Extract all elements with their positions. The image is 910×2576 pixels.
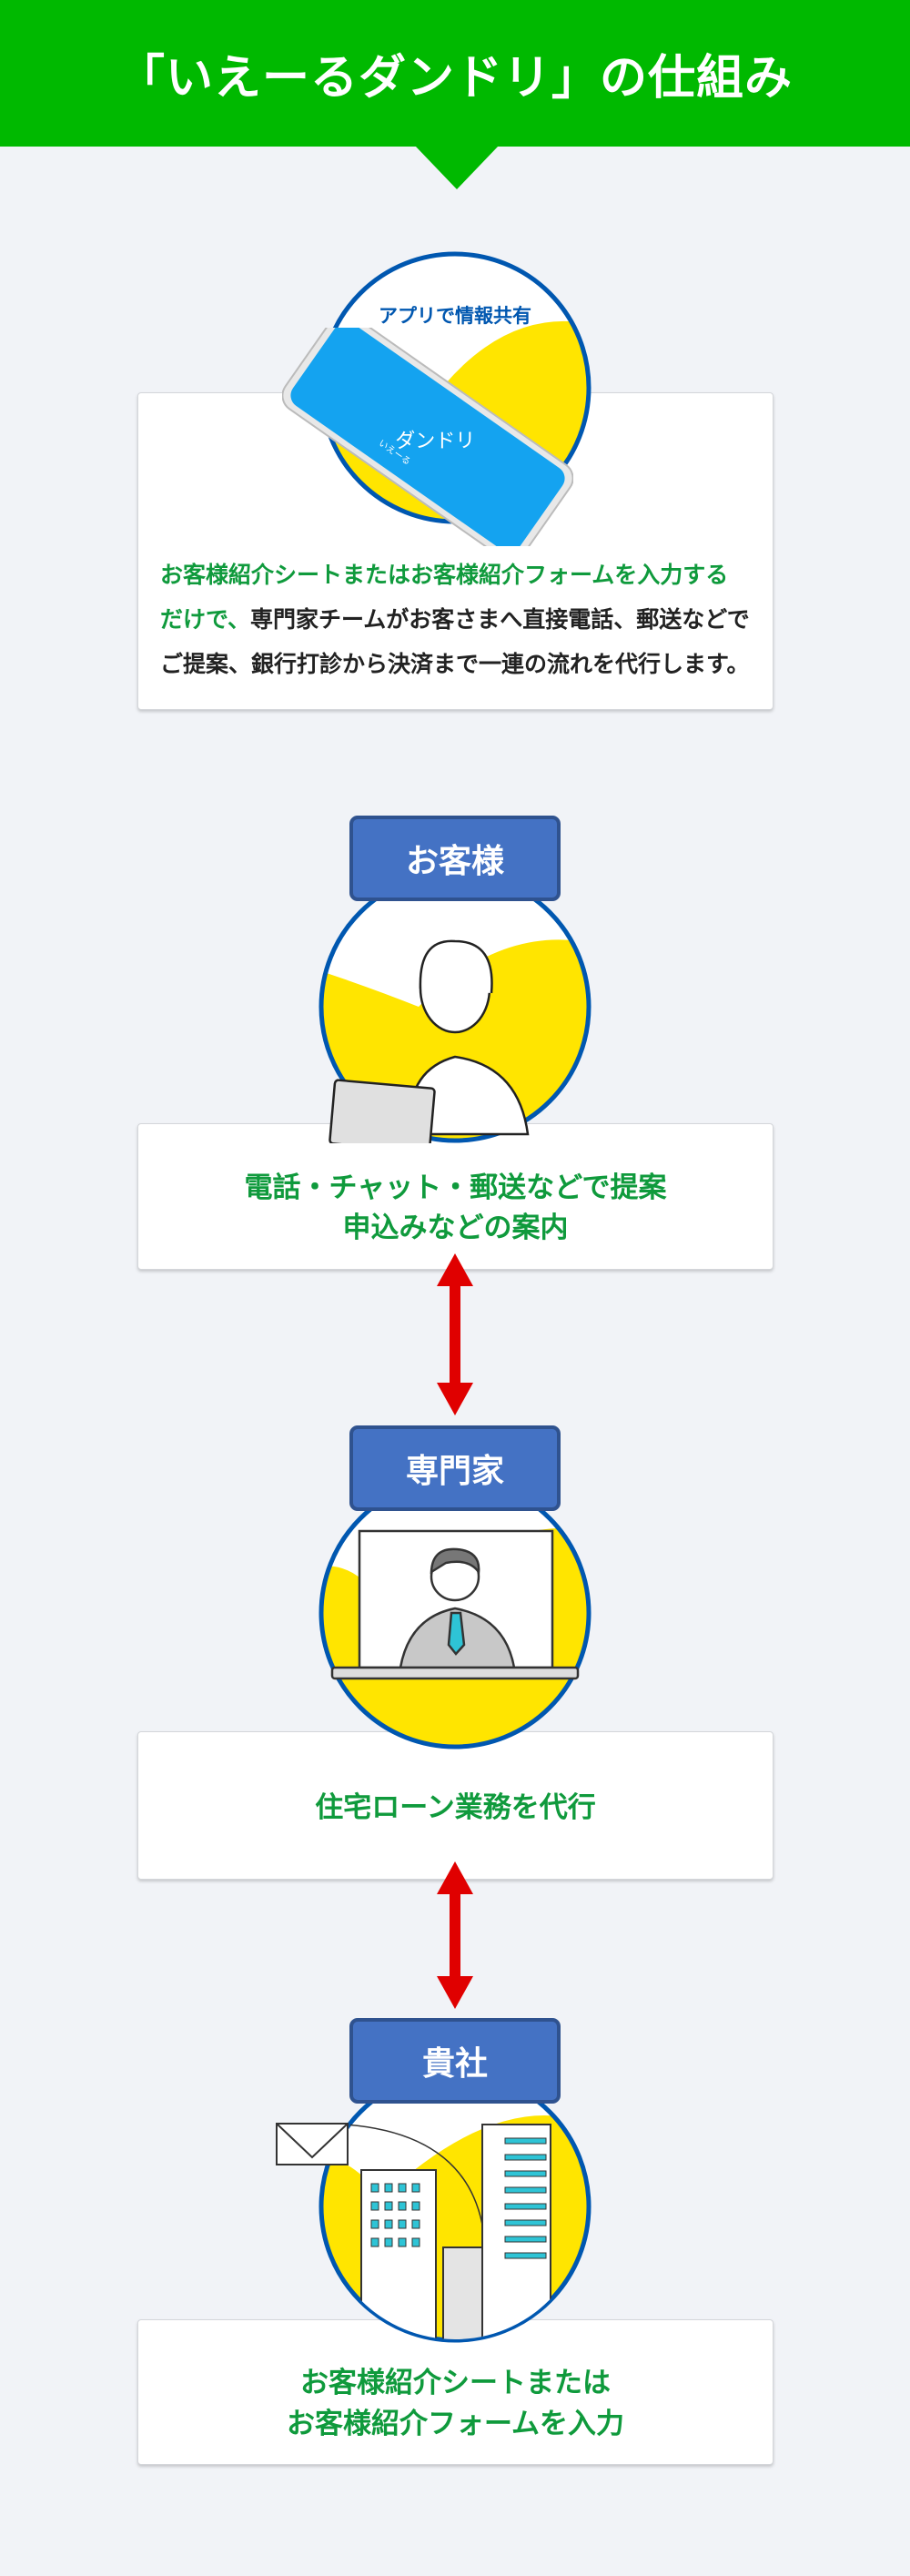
description-highlight: お客様紹介シートまたはお客様紹介フォームを入力するだけで、: [160, 562, 729, 633]
smartphone-icon: ダンドリ いえーる: [282, 328, 573, 546]
company-line-2: お客様紹介フォームを入力: [286, 2408, 625, 2440]
company-card: お客様紹介シートまたは お客様紹介フォームを入力: [137, 2319, 774, 2465]
customer-line-1: 電話・チャット・郵送などで提案: [244, 1171, 667, 1204]
customer-illustration: [318, 870, 592, 1143]
customer-line-2: 申込みなどの案内: [342, 1212, 569, 1244]
customer-card: 電話・チャット・郵送などで提案 申込みなどの案内: [137, 1123, 774, 1270]
envelope-icon: [276, 2123, 349, 2165]
app-description: お客様紹介シートまたはお客様紹介フォームを入力するだけで、専門家チームがお客さま…: [160, 553, 751, 686]
bidirectional-arrow-icon: [437, 1861, 473, 2009]
expert-line-1: 住宅ローン業務を代行: [315, 1791, 596, 1824]
header-pointer: [415, 146, 499, 189]
phone-app-name: ダンドリ: [395, 431, 475, 453]
step-label-expert: 専門家: [349, 1425, 561, 1511]
expert-card: 住宅ローン業務を代行: [137, 1731, 774, 1880]
company-illustration: [318, 2070, 592, 2343]
description-text: 専門家チームがお客さまへ直接電話、郵送などでご提案、銀行打診から決済まで一連の流…: [160, 606, 750, 677]
step-label-company: 貴社: [349, 2018, 561, 2104]
page-header: 「いえーるダンドリ」の仕組み: [0, 0, 910, 147]
expert-illustration: [318, 1476, 592, 1749]
bidirectional-arrow-icon: [437, 1253, 473, 1415]
step-label-customer: お客様: [349, 816, 561, 901]
company-line-1: お客様紹介シートまたは: [300, 2367, 611, 2399]
page-title: 「いえーるダンドリ」の仕組み: [116, 51, 793, 106]
app-share-badge: アプリで情報共有: [379, 305, 531, 327]
